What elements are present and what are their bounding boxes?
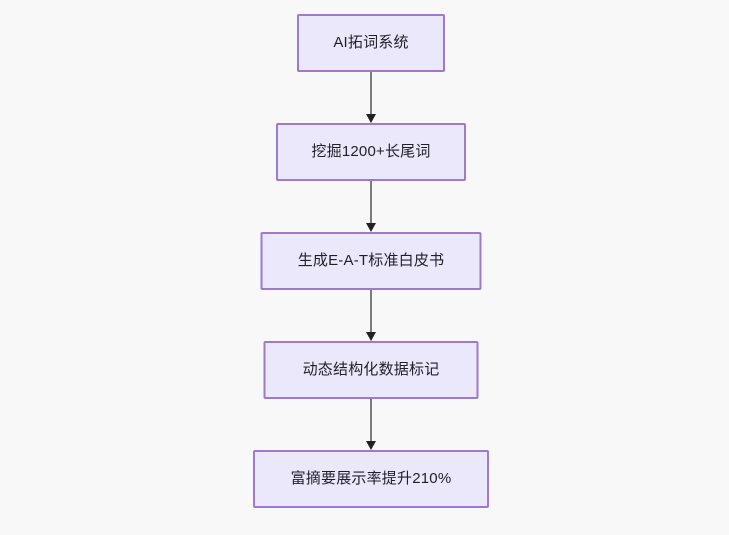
connector-n4-n5 (365, 399, 377, 450)
flow-node-generate-eat-whitepaper[interactable]: 生成E-A-T标准白皮书 (260, 232, 482, 290)
connector-line (370, 399, 372, 441)
flow-node-label: 挖掘1200+长尾词 (311, 143, 431, 160)
connector-line (370, 290, 372, 332)
flow-node-dynamic-structured-data-markup[interactable]: 动态结构化数据标记 (263, 341, 479, 399)
flow-node-label: 动态结构化数据标记 (302, 361, 440, 378)
arrowhead-icon (366, 332, 376, 341)
flow-node-mine-longtail-keywords[interactable]: 挖掘1200+长尾词 (276, 123, 466, 181)
connector-n2-n3 (365, 181, 377, 232)
arrowhead-icon (366, 441, 376, 450)
flow-node-label: 生成E-A-T标准白皮书 (297, 252, 445, 269)
arrowhead-icon (366, 223, 376, 232)
connector-line (370, 72, 372, 114)
flow-node-ai-keyword-system[interactable]: AI拓词系统 (297, 14, 445, 72)
connector-line (370, 181, 372, 223)
flow-node-label: 富摘要展示率提升210% (290, 470, 452, 487)
connector-n3-n4 (365, 290, 377, 341)
flow-node-label: AI拓词系统 (333, 34, 409, 51)
flow-node-rich-snippet-impression-uplift[interactable]: 富摘要展示率提升210% (253, 450, 489, 508)
arrowhead-icon (366, 114, 376, 123)
connector-n1-n2 (365, 72, 377, 123)
